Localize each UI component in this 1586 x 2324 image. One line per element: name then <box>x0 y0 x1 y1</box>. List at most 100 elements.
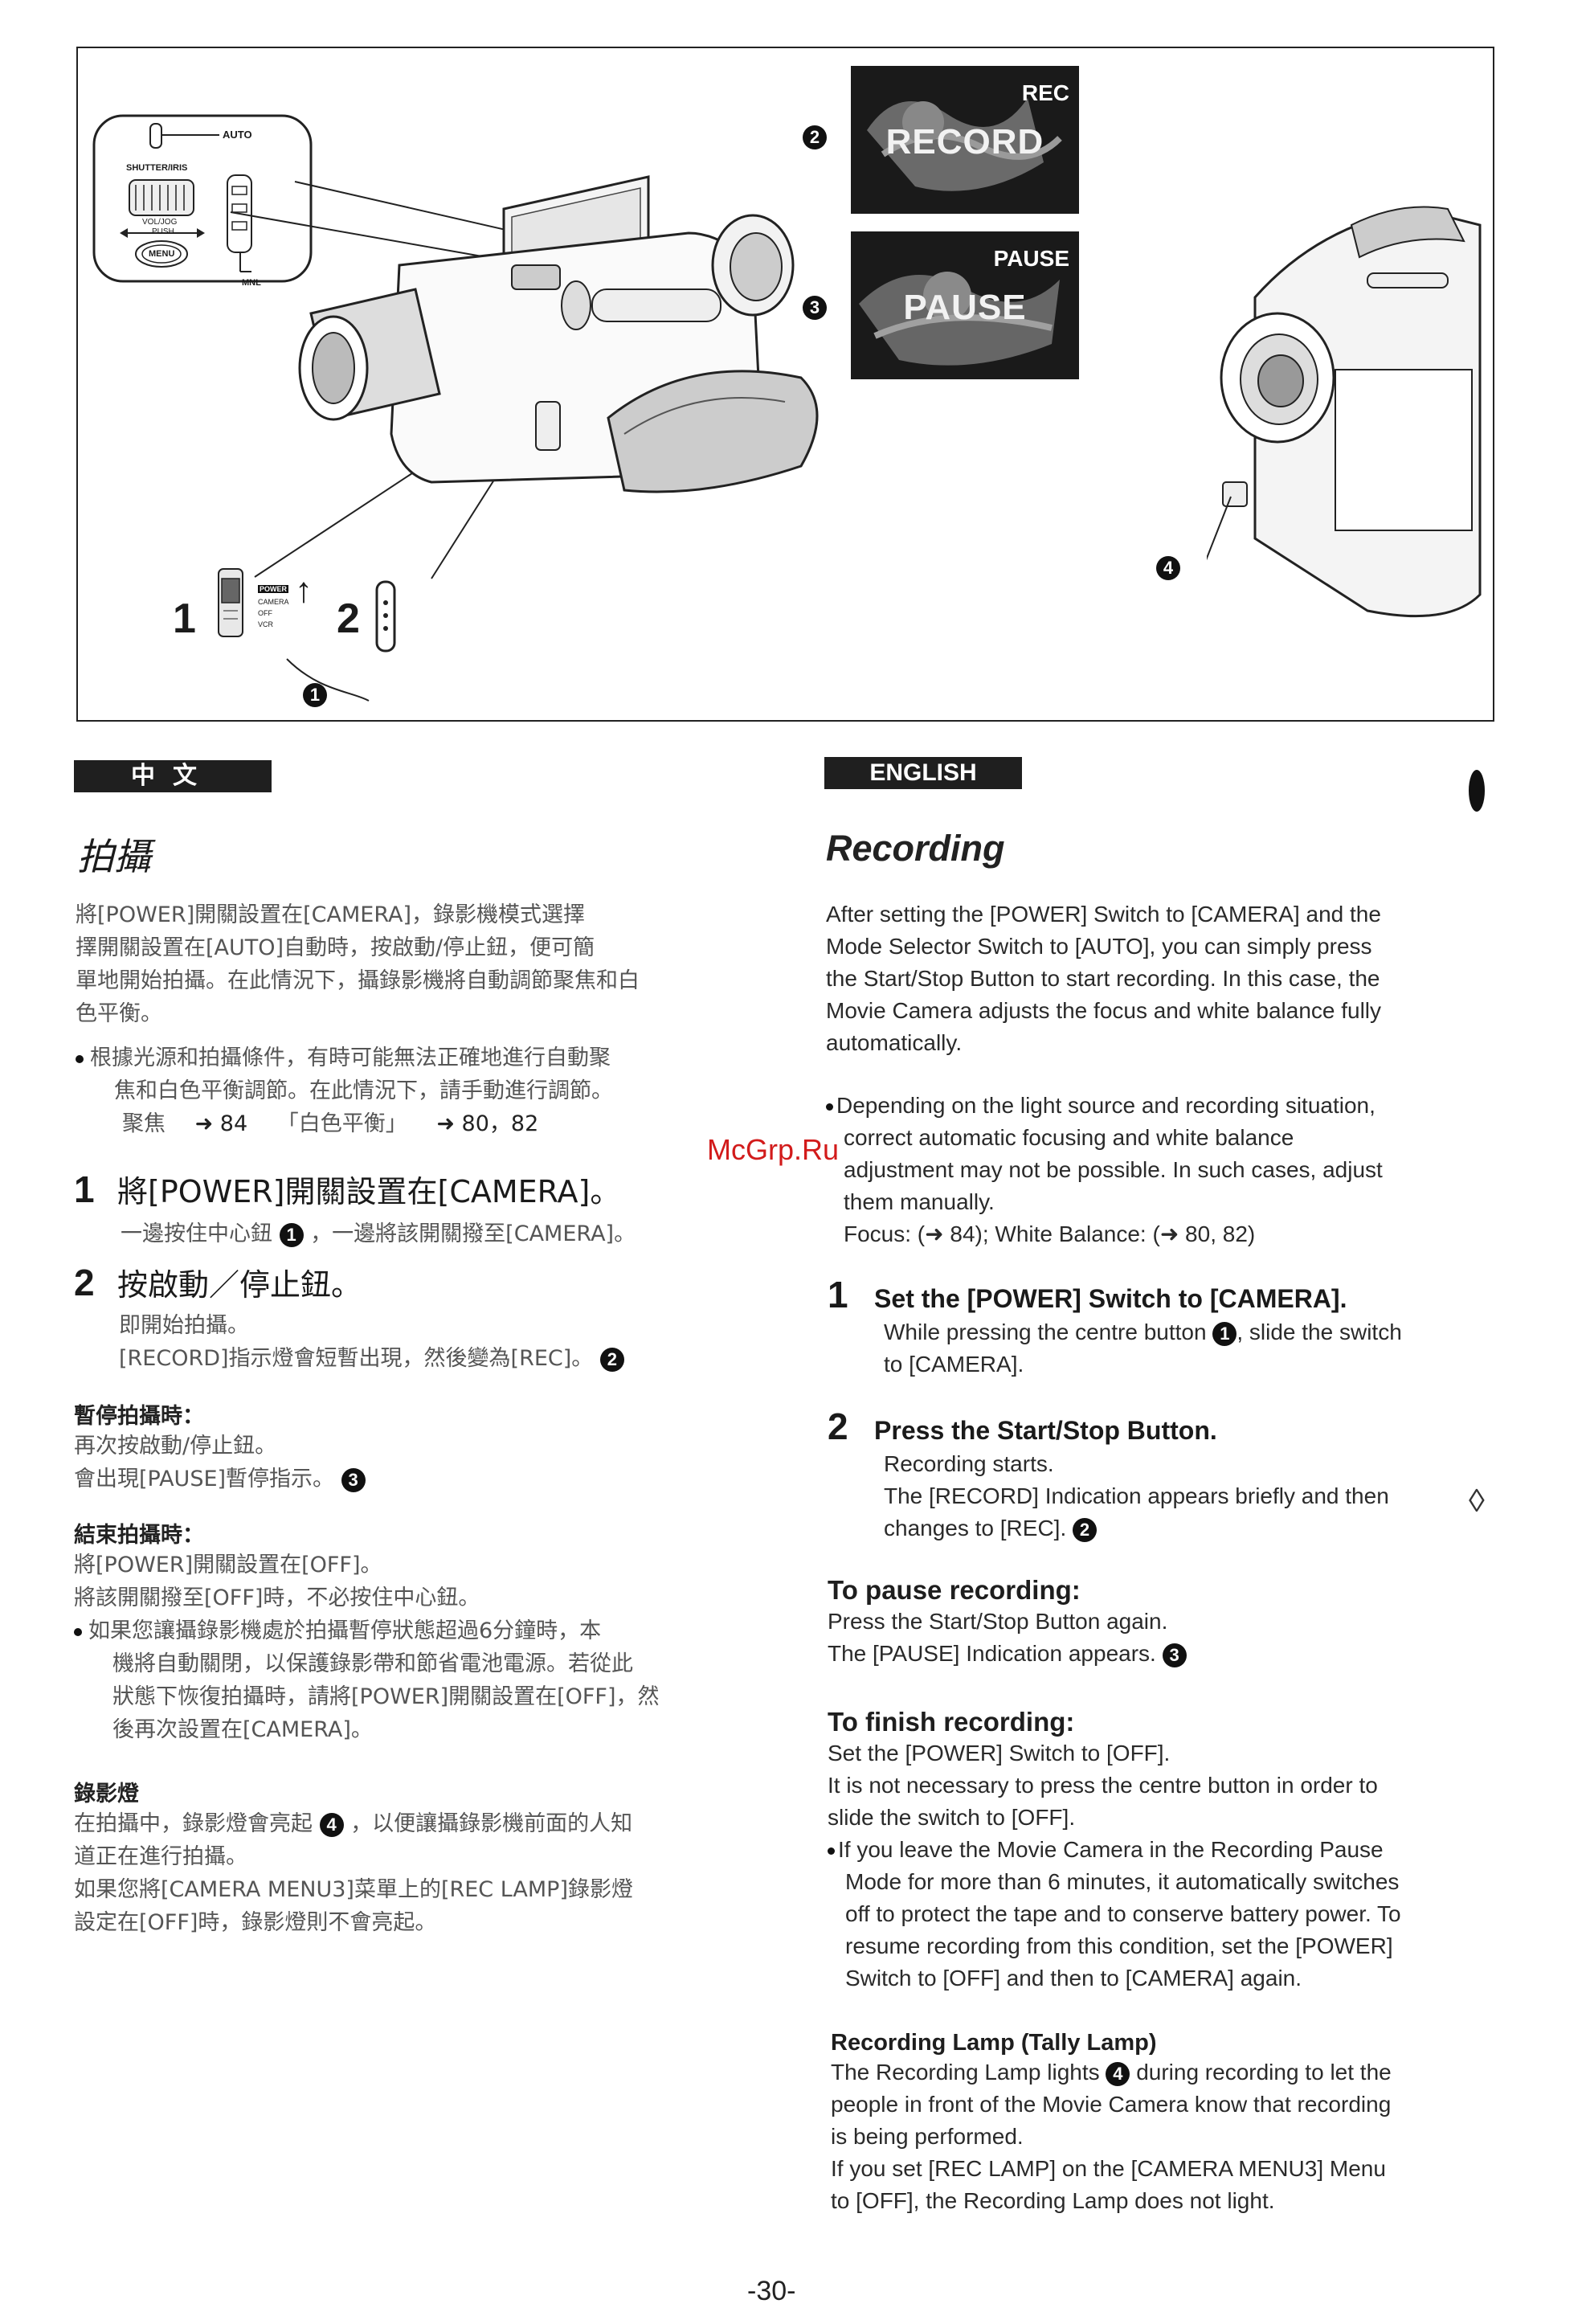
mnl-label: MNL <box>242 278 261 288</box>
english-finish: To finish recording: Set the [POWER] Swi… <box>828 1707 1401 1995</box>
power-switch-detail <box>202 563 259 643</box>
chinese-step-1: 1 將[POWER]開關設置在[CAMERA]。 一邊按住中心鈕 1 ，一邊將該… <box>74 1167 636 1250</box>
bullet-icon <box>826 1103 833 1111</box>
chinese-note: 根據光源和拍攝條件，有時可能無法正確地進行自動聚 焦和白色平衡調節。在此情況下，… <box>76 1041 613 1140</box>
auto-label: AUTO <box>223 129 252 141</box>
english-finish-line: It is not necessary to press the centre … <box>828 1773 1378 1798</box>
english-pause-line: Press the Start/Stop Button again. <box>828 1609 1168 1634</box>
push-label: PUSH <box>152 227 174 236</box>
english-finish-bullet: Switch to [OFF] and then to [CAMERA] aga… <box>845 1966 1302 1991</box>
english-step-1: 1 Set the [POWER] Switch to [CAMERA]. Wh… <box>828 1273 1402 1381</box>
chinese-pause-heading: 暫停拍攝時： <box>74 1404 204 1429</box>
english-step-1-body-cont: , slide the switch <box>1237 1320 1402 1344</box>
callout-1-ref: 1 <box>279 1222 304 1247</box>
chinese-finish: 結束拍攝時： 將[POWER]開關設置在[OFF]。 將該開關撥至[OFF]時，… <box>74 1517 660 1746</box>
bullet-icon <box>74 1627 82 1636</box>
camcorder-front-illustration <box>1207 177 1488 659</box>
callout-3: 3 <box>803 296 827 320</box>
english-step-1-body: to [CAMERA]. <box>884 1352 1024 1377</box>
callout-4-ref: 4 <box>1106 2061 1130 2086</box>
english-note-line: them manually. <box>844 1189 995 1214</box>
english-lamp-line: The Recording Lamp lights <box>831 2060 1100 2085</box>
chinese-note-line: 根據光源和拍攝條件，有時可能無法正確地進行自動聚 <box>90 1045 611 1070</box>
chinese-lamp-line: ，以便讓攝錄影機前面的人知 <box>350 1811 633 1836</box>
english-step-2-body: changes to [REC]. <box>884 1516 1067 1540</box>
english-finish-line: slide the switch to [OFF]. <box>828 1805 1076 1830</box>
chinese-section-band: 中文 <box>74 760 272 792</box>
chinese-step-2-body-1: 即開始拍攝。 <box>119 1313 249 1338</box>
callout-2: 2 <box>803 125 827 149</box>
slide-up-arrow: ↑ <box>295 571 313 610</box>
english-intro-line: Mode Selector Switch to [AUTO], you can … <box>826 934 1372 959</box>
english-note-line: correct automatic focusing and white bal… <box>844 1125 1294 1150</box>
english-intro-line: After setting the [POWER] Switch to [CAM… <box>826 902 1381 927</box>
callout-1-ref: 1 <box>1212 1321 1237 1346</box>
english-step-1-number: 1 <box>828 1274 848 1315</box>
english-step-2-number: 2 <box>828 1405 848 1447</box>
english-intro: After setting the [POWER] Switch to [CAM… <box>826 898 1381 1059</box>
power-label: POWER <box>258 585 289 593</box>
english-pause: To pause recording: Press the Start/Stop… <box>828 1575 1187 1670</box>
english-lamp-line: people in front of the Movie Camera know… <box>831 2092 1392 2117</box>
english-intro-line: automatically. <box>826 1030 963 1055</box>
rec-indicator: REC <box>1021 80 1069 105</box>
english-step-2: 2 Press the Start/Stop Button. Recording… <box>828 1405 1389 1545</box>
illustration-frame: AUTO SHUTTER/IRIS VOL/JOG PUSH MENU MNL <box>76 47 1494 722</box>
english-lamp-heading: Recording Lamp (Tally Lamp) <box>831 2030 1157 2056</box>
callout-3-ref: 3 <box>1162 1643 1187 1667</box>
callout-3-ref: 3 <box>341 1467 366 1492</box>
english-step-2-body: Recording starts. <box>884 1451 1054 1476</box>
chinese-intro: 將[POWER]開關設置在[CAMERA]，錄影機模式選擇 擇開關設置在[AUT… <box>76 898 640 1030</box>
english-step-1-body: While pressing the centre button <box>884 1320 1207 1344</box>
english-lamp-line: If you set [REC LAMP] on the [CAMERA MEN… <box>831 2156 1386 2181</box>
english-note-line: adjustment may not be possible. In such … <box>844 1157 1383 1182</box>
pause-corner-indicator: PAUSE <box>993 246 1069 271</box>
english-intro-line: Movie Camera adjusts the focus and white… <box>826 998 1382 1023</box>
english-lamp-line: is being performed. <box>831 2124 1024 2149</box>
chinese-finish-bullet: 狀態下恢復拍攝時，請將[POWER]開關設置在[OFF]，然 <box>112 1684 660 1709</box>
chinese-step-2: 2 按啟動／停止鈕。 即開始拍攝。 [RECORD]指示燈會短暫出現，然後變為[… <box>74 1260 624 1375</box>
callout-4: 4 <box>1156 556 1180 580</box>
chinese-step-1-number: 1 <box>74 1168 95 1210</box>
chinese-finish-bullet: 如果您讓攝錄影機處於拍攝暫停狀態超過6分鐘時，本 <box>88 1618 602 1643</box>
english-lamp-line: during recording to let the <box>1136 2060 1392 2085</box>
record-indicator: RECORD <box>885 122 1044 162</box>
step-2-marker: 2 <box>337 595 360 642</box>
english-finish-bullet: off to protect the tape and to conserve … <box>845 1901 1401 1926</box>
camera-position-label: CAMERA <box>258 598 289 606</box>
off-position-label: OFF <box>258 609 272 617</box>
english-intro-line: the Start/Stop Button to start recording… <box>826 966 1380 991</box>
pause-indicator: PAUSE <box>903 288 1027 327</box>
vol-jog-label: VOL/JOG <box>142 218 178 227</box>
english-note-ref: Focus: (➜ 84); White Balance: (➜ 80, 82) <box>844 1221 1256 1246</box>
chinese-pause-line: 會出現[PAUSE]暫停指示。 <box>74 1467 335 1491</box>
chinese-lamp-line: 如果您將[CAMERA MENU3]菜單上的[REC LAMP]錄影燈 <box>74 1877 633 1902</box>
edge-tab-mark <box>1469 770 1485 812</box>
english-finish-bullet: resume recording from this condition, se… <box>845 1933 1393 1958</box>
watermark: McGrp.Ru <box>707 1133 840 1166</box>
record-indication-screen: REC RECORD <box>851 66 1079 214</box>
edge-tab-mark-small: ◊ <box>1469 1483 1485 1519</box>
chinese-lamp-line: 在拍攝中，錄影燈會亮起 <box>74 1811 313 1836</box>
chinese-focus-ref: 聚焦 <box>122 1111 166 1136</box>
english-finish-line: Set the [POWER] Switch to [OFF]. <box>828 1741 1171 1766</box>
start-stop-button-detail <box>374 579 398 656</box>
chinese-intro-line: 色平衡。 <box>76 1001 162 1026</box>
chinese-finish-heading: 結束拍攝時： <box>74 1523 204 1548</box>
chinese-wb-ref: 「白色平衡」 <box>276 1111 407 1136</box>
chinese-step-1-body: 一邊按住中心鈕 <box>121 1221 272 1246</box>
chinese-finish-bullet: 後再次設置在[CAMERA]。 <box>112 1717 373 1742</box>
shutter-iris-label: SHUTTER/IRIS <box>126 163 188 173</box>
chinese-intro-line: 擇開關設置在[AUTO]自動時，按啟動/停止鈕，便可簡 <box>76 935 595 960</box>
callout-2-ref: 2 <box>599 1347 624 1372</box>
english-finish-heading: To finish recording: <box>828 1707 1075 1737</box>
chinese-finish-bullet: 機將自動關閉，以保護錄影帶和節省電池電源。若從此 <box>112 1651 633 1676</box>
english-note: Depending on the light source and record… <box>826 1090 1383 1250</box>
english-lamp: Recording Lamp (Tally Lamp) The Recordin… <box>831 2030 1392 2217</box>
callout-1: 1 <box>303 683 327 707</box>
camcorder-illustration <box>271 169 849 506</box>
english-pause-line: The [PAUSE] Indication appears. <box>828 1641 1156 1666</box>
chinese-lamp-line: 設定在[OFF]時，錄影燈則不會亮起。 <box>74 1910 437 1935</box>
control-panel-inset: AUTO SHUTTER/IRIS VOL/JOG PUSH MENU MNL <box>91 111 324 296</box>
chinese-wb-page: ➜ 80，82 <box>436 1111 539 1136</box>
